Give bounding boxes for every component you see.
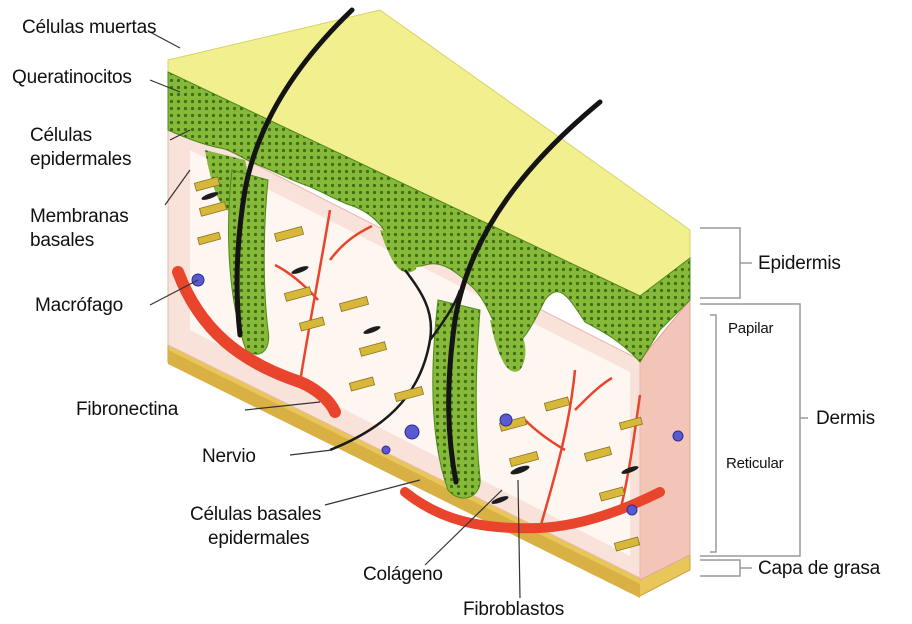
label-celulas-basales-line1: Células basales xyxy=(190,503,321,526)
label-dermis: Dermis xyxy=(816,407,875,430)
label-nervio: Nervio xyxy=(202,445,256,468)
label-celulas-basales-line2: epidermales xyxy=(208,527,309,550)
label-macrofago: Macrófago xyxy=(35,294,123,317)
label-fibronectina: Fibronectina xyxy=(76,398,178,421)
label-capa-de-grasa: Capa de grasa xyxy=(758,557,880,580)
label-reticular: Reticular xyxy=(726,455,783,473)
layer-brackets xyxy=(700,228,808,576)
label-membranas-basales-line2: basales xyxy=(30,229,94,252)
label-epidermis: Epidermis xyxy=(758,252,841,275)
label-celulas-muertas: Células muertas xyxy=(22,16,156,39)
label-celulas-epidermales-line1: Células xyxy=(30,124,92,147)
label-fibroblastos: Fibroblastos xyxy=(463,598,564,621)
label-celulas-epidermales-line2: epidermales xyxy=(30,148,131,171)
label-papilar: Papilar xyxy=(728,320,773,338)
label-queratinocitos: Queratinocitos xyxy=(12,66,132,89)
label-colageno: Colágeno xyxy=(363,563,443,586)
label-membranas-basales-line1: Membranas xyxy=(30,205,129,228)
